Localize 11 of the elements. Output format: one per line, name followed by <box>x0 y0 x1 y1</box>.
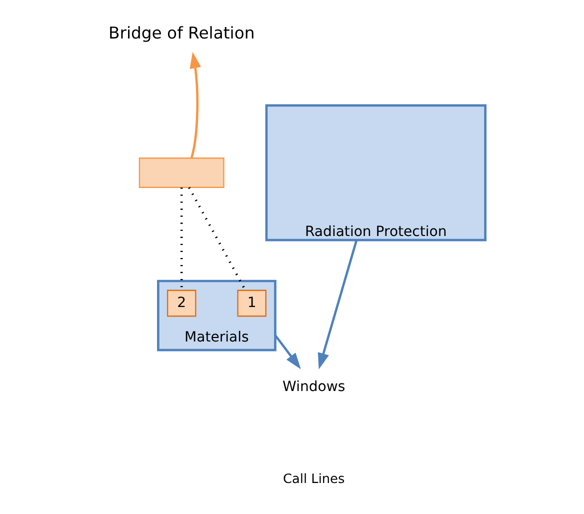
node-text: Windows <box>282 379 345 396</box>
arrow <box>274 334 300 370</box>
arrow <box>317 240 358 370</box>
label: Call Lines <box>282 472 344 488</box>
node-box: 1 <box>236 290 266 317</box>
connector <box>188 187 246 291</box>
node-box <box>138 158 224 188</box>
node-box: Radiation Protection <box>264 104 486 242</box>
arrow <box>189 52 201 158</box>
node-text: Bridge of Relation <box>108 23 254 42</box>
node-box: 2 <box>166 290 196 317</box>
